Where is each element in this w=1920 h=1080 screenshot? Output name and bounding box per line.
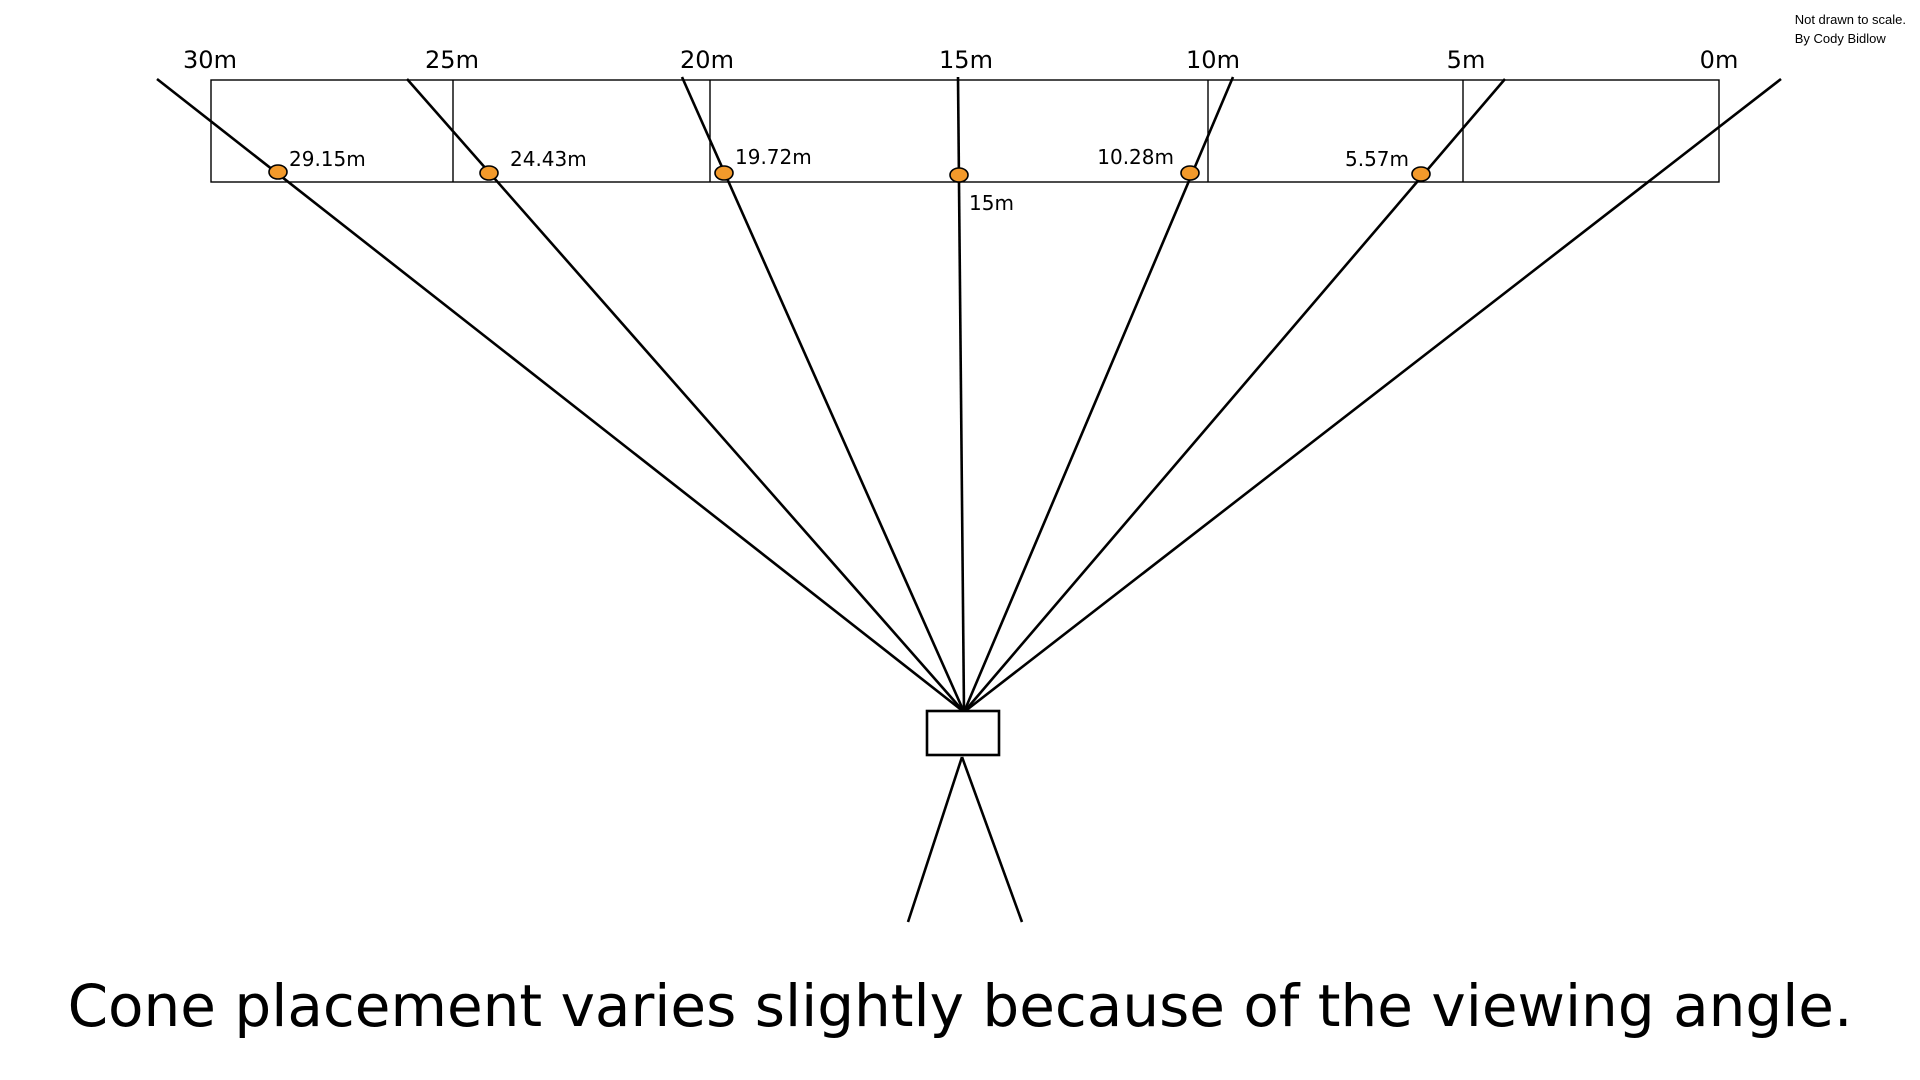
cone-label: 24.43m bbox=[510, 147, 587, 171]
cone-label: 10.28m bbox=[1097, 145, 1174, 169]
tripod-leg-right bbox=[960, 756, 1024, 923]
cone-marker bbox=[1411, 166, 1431, 182]
field-strip bbox=[210, 79, 1720, 183]
cone-label: 5.57m bbox=[1345, 147, 1409, 171]
cone-marker bbox=[479, 165, 499, 181]
distance-marker: 30m bbox=[183, 46, 237, 74]
distance-marker: 5m bbox=[1447, 46, 1486, 74]
sight-line-30m bbox=[156, 77, 965, 714]
camera-body bbox=[925, 709, 1001, 757]
sight-line-20m bbox=[680, 76, 966, 713]
cone-label: 19.72m bbox=[735, 145, 812, 169]
diagram-note: Not drawn to scale. By Cody Bidlow bbox=[1795, 10, 1906, 48]
cone-label: 29.15m bbox=[289, 147, 366, 171]
distance-marker: 10m bbox=[1186, 46, 1240, 74]
cone-marker bbox=[949, 167, 969, 183]
distance-marker: 20m bbox=[680, 46, 734, 74]
sight-line-15m bbox=[956, 76, 966, 713]
distance-marker: 15m bbox=[939, 46, 993, 74]
cone-label: 15m bbox=[969, 191, 1014, 215]
cone-marker bbox=[714, 165, 734, 181]
sight-line-5m bbox=[963, 78, 1506, 713]
distance-marker: 25m bbox=[425, 46, 479, 74]
cone-marker bbox=[1180, 165, 1200, 181]
author-credit: By Cody Bidlow bbox=[1794, 31, 1886, 46]
sight-line-25m bbox=[406, 78, 965, 713]
distance-marker: 0m bbox=[1700, 46, 1739, 74]
tripod-leg-left bbox=[906, 756, 964, 923]
sight-line-10m bbox=[962, 76, 1235, 713]
sight-line-0m bbox=[963, 77, 1782, 714]
diagram-caption: Cone placement varies slightly because o… bbox=[67, 972, 1853, 1040]
cone-marker bbox=[268, 164, 288, 180]
scale-note: Not drawn to scale. bbox=[1794, 12, 1906, 27]
